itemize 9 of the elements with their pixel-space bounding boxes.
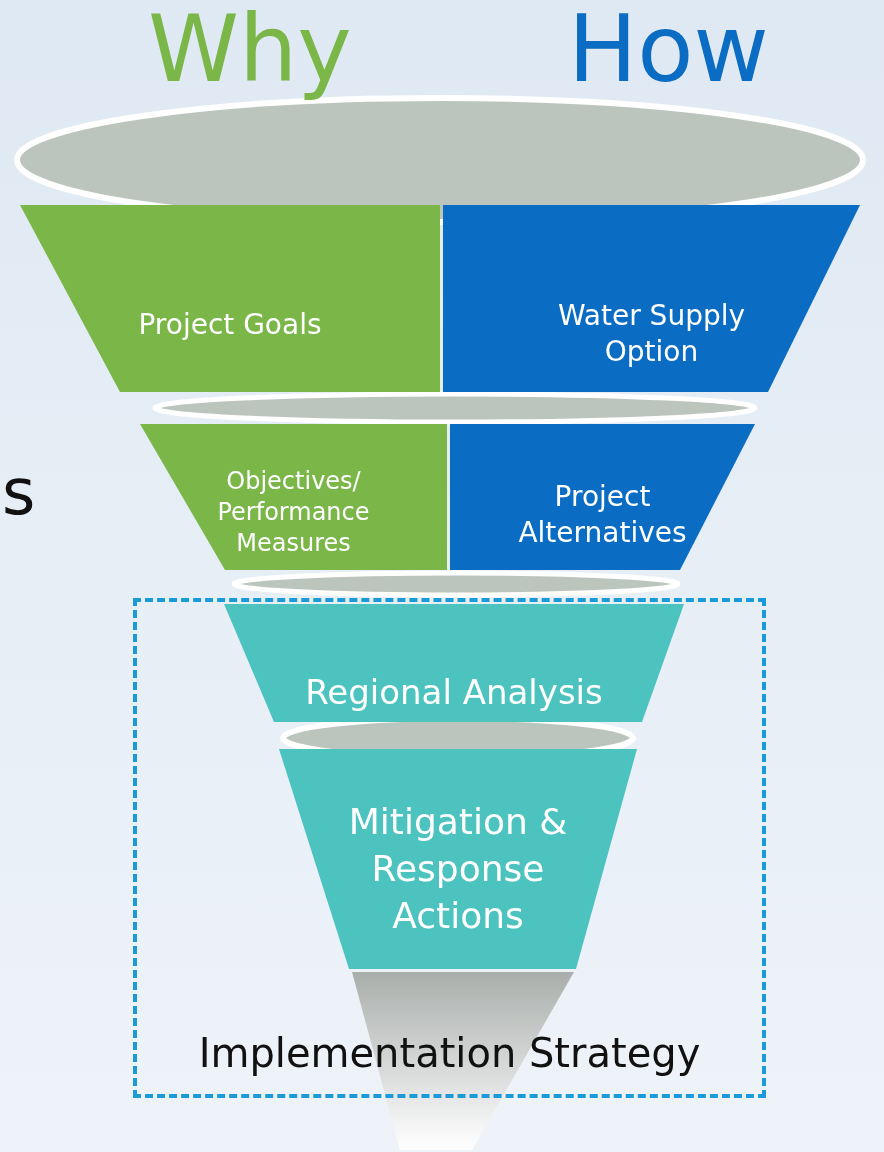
group-title: Implementation Strategy [197, 1029, 702, 1078]
column-heading: How [568, 4, 769, 96]
cut-off-text: s [2, 460, 36, 524]
dashed-boundary [133, 598, 766, 1098]
funnel-segment: Objectives/ Performance Measures [140, 424, 447, 570]
funnel-segment: Mitigation & Response Actions [279, 749, 637, 971]
funnel-segment: Water Supply Option [443, 205, 860, 392]
funnel-segment: Project Alternatives [450, 424, 755, 570]
funnel-segment: Project Goals [20, 205, 440, 392]
